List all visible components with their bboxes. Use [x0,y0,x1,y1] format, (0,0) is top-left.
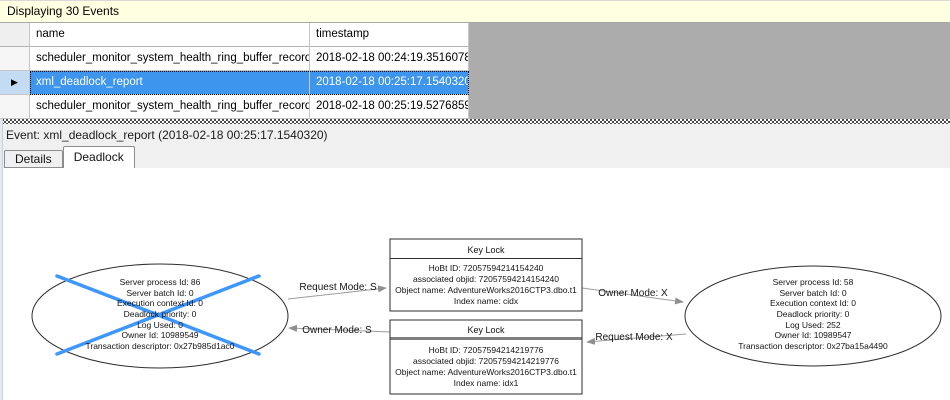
event-timestamp-cell: 2018-02-18 00:25:17.1540320 [310,71,469,95]
svg-text:Server batch Id: 0: Server batch Id: 0 [126,288,193,298]
event-timestamp-cell: 2018-02-18 00:25:19.5276859 [310,95,469,119]
panel-left-edge [0,119,3,400]
edge-label-request-x: Request Mode: X [595,332,673,343]
svg-text:Index name: idx1: Index name: idx1 [454,378,519,388]
resource-node-keylock-cidx[interactable]: Key Lock HoBt ID: 72057594214154240 asso… [389,238,583,312]
edge-owner-x: Owner Mode: X [581,287,684,305]
detail-tabs: Details Deadlock [0,146,950,168]
svg-text:Server process Id: 86: Server process Id: 86 [120,277,201,287]
process-node-victim[interactable]: Server process Id: 86 Server batch Id: 0… [31,263,289,369]
event-name-cell: scheduler_monitor_system_health_ring_buf… [30,47,310,71]
resource-node-keylock-idx1[interactable]: Key Lock HoBt ID: 72057594214219776 asso… [389,319,583,395]
svg-text:HoBt ID: 72057594214154240: HoBt ID: 72057594214154240 [429,263,544,273]
row-cells: scheduler_monitor_system_health_ring_buf… [30,47,469,71]
process-node[interactable]: Server process Id: 58 Server batch Id: 0… [684,265,942,367]
event-timestamp-cell: 2018-02-18 00:24:19.3516078 [310,47,469,71]
deadlock-graph-canvas: Request Mode: S Owner Mode: S Owner Mode… [31,238,942,395]
row-header-cell [0,47,30,71]
column-header-timestamp[interactable]: timestamp [310,23,469,47]
tab-details[interactable]: Details [4,150,63,168]
event-name-cell: xml_deadlock_report [30,71,310,95]
svg-text:Server process Id: 58: Server process Id: 58 [773,277,854,287]
svg-text:Owner Id: 10989549: Owner Id: 10989549 [121,330,198,340]
svg-text:Execution context Id: 0: Execution context Id: 0 [770,298,856,308]
grid-corner-cell [0,23,30,47]
edge-request-x: Request Mode: X [586,332,687,345]
edge-label-owner-x: Owner Mode: X [598,288,668,299]
row-header-cell: ▶ [0,71,30,95]
svg-text:Object name: AdventureWorks201: Object name: AdventureWorks2016CTP3.dbo.… [395,285,577,295]
event-row-2-selected[interactable]: ▶ xml_deadlock_report 2018-02-18 00:25:1… [0,71,469,95]
column-header-name[interactable]: name [30,23,310,47]
events-grid: name timestamp scheduler_monitor_system_… [0,23,950,119]
events-count-bar: Displaying 30 Events [0,1,950,23]
tab-deadlock[interactable]: Deadlock [62,146,135,168]
svg-text:Log Used: 252: Log Used: 252 [785,320,841,330]
edge-label-request-s: Request Mode: S [299,282,377,293]
edge-label-owner-s: Owner Mode: S [302,325,372,336]
edge-request-s: Request Mode: S [287,282,387,300]
event-caption-bar: Event: xml_deadlock_report (2018-02-18 0… [0,124,950,146]
grid-header-row: name timestamp [0,23,469,47]
events-count-text: Displaying 30 Events [7,4,120,18]
event-row-3[interactable]: scheduler_monitor_system_health_ring_buf… [0,95,469,119]
svg-text:Deadlock priority: 0: Deadlock priority: 0 [777,309,850,319]
svg-text:Log Used: 0: Log Used: 0 [137,320,183,330]
current-row-arrow-icon: ▶ [11,77,18,87]
svg-text:Key Lock: Key Lock [467,245,505,255]
row-header-cell [0,95,30,119]
event-name-cell: scheduler_monitor_system_health_ring_buf… [30,95,310,119]
svg-text:Object name: AdventureWorks201: Object name: AdventureWorks2016CTP3.dbo.… [395,367,577,377]
deadlock-graph-panel: Request Mode: S Owner Mode: S Owner Mode… [0,168,950,400]
events-grid-table: name timestamp scheduler_monitor_system_… [0,23,469,119]
splitter-handle[interactable] [0,119,950,124]
svg-text:Transaction descriptor: 0x27ba: Transaction descriptor: 0x27ba15a4490 [738,341,888,351]
svg-text:Index name: cidx: Index name: cidx [454,296,519,306]
svg-text:associated objid: 720575942141: associated objid: 72057594214154240 [413,274,559,284]
row-cells: scheduler_monitor_system_health_ring_buf… [30,95,469,119]
svg-text:associated objid: 720575942142: associated objid: 72057594214219776 [413,356,559,366]
edge-owner-s: Owner Mode: S [288,324,391,336]
svg-text:Deadlock priority: 0: Deadlock priority: 0 [124,309,197,319]
svg-text:Transaction descriptor: 0x27b9: Transaction descriptor: 0x27b985d1ac0 [86,341,235,351]
event-row-1[interactable]: scheduler_monitor_system_health_ring_buf… [0,47,469,71]
svg-text:Owner Id: 10989547: Owner Id: 10989547 [774,330,851,340]
svg-text:Server batch Id: 0: Server batch Id: 0 [779,288,846,298]
svg-text:HoBt ID: 72057594214219776: HoBt ID: 72057594214219776 [429,345,544,355]
svg-text:Key Lock: Key Lock [467,325,505,335]
event-caption-text: Event: xml_deadlock_report (2018-02-18 0… [6,128,328,142]
svg-text:Execution context Id: 0: Execution context Id: 0 [117,298,203,308]
row-cells: xml_deadlock_report 2018-02-18 00:25:17.… [30,71,469,95]
